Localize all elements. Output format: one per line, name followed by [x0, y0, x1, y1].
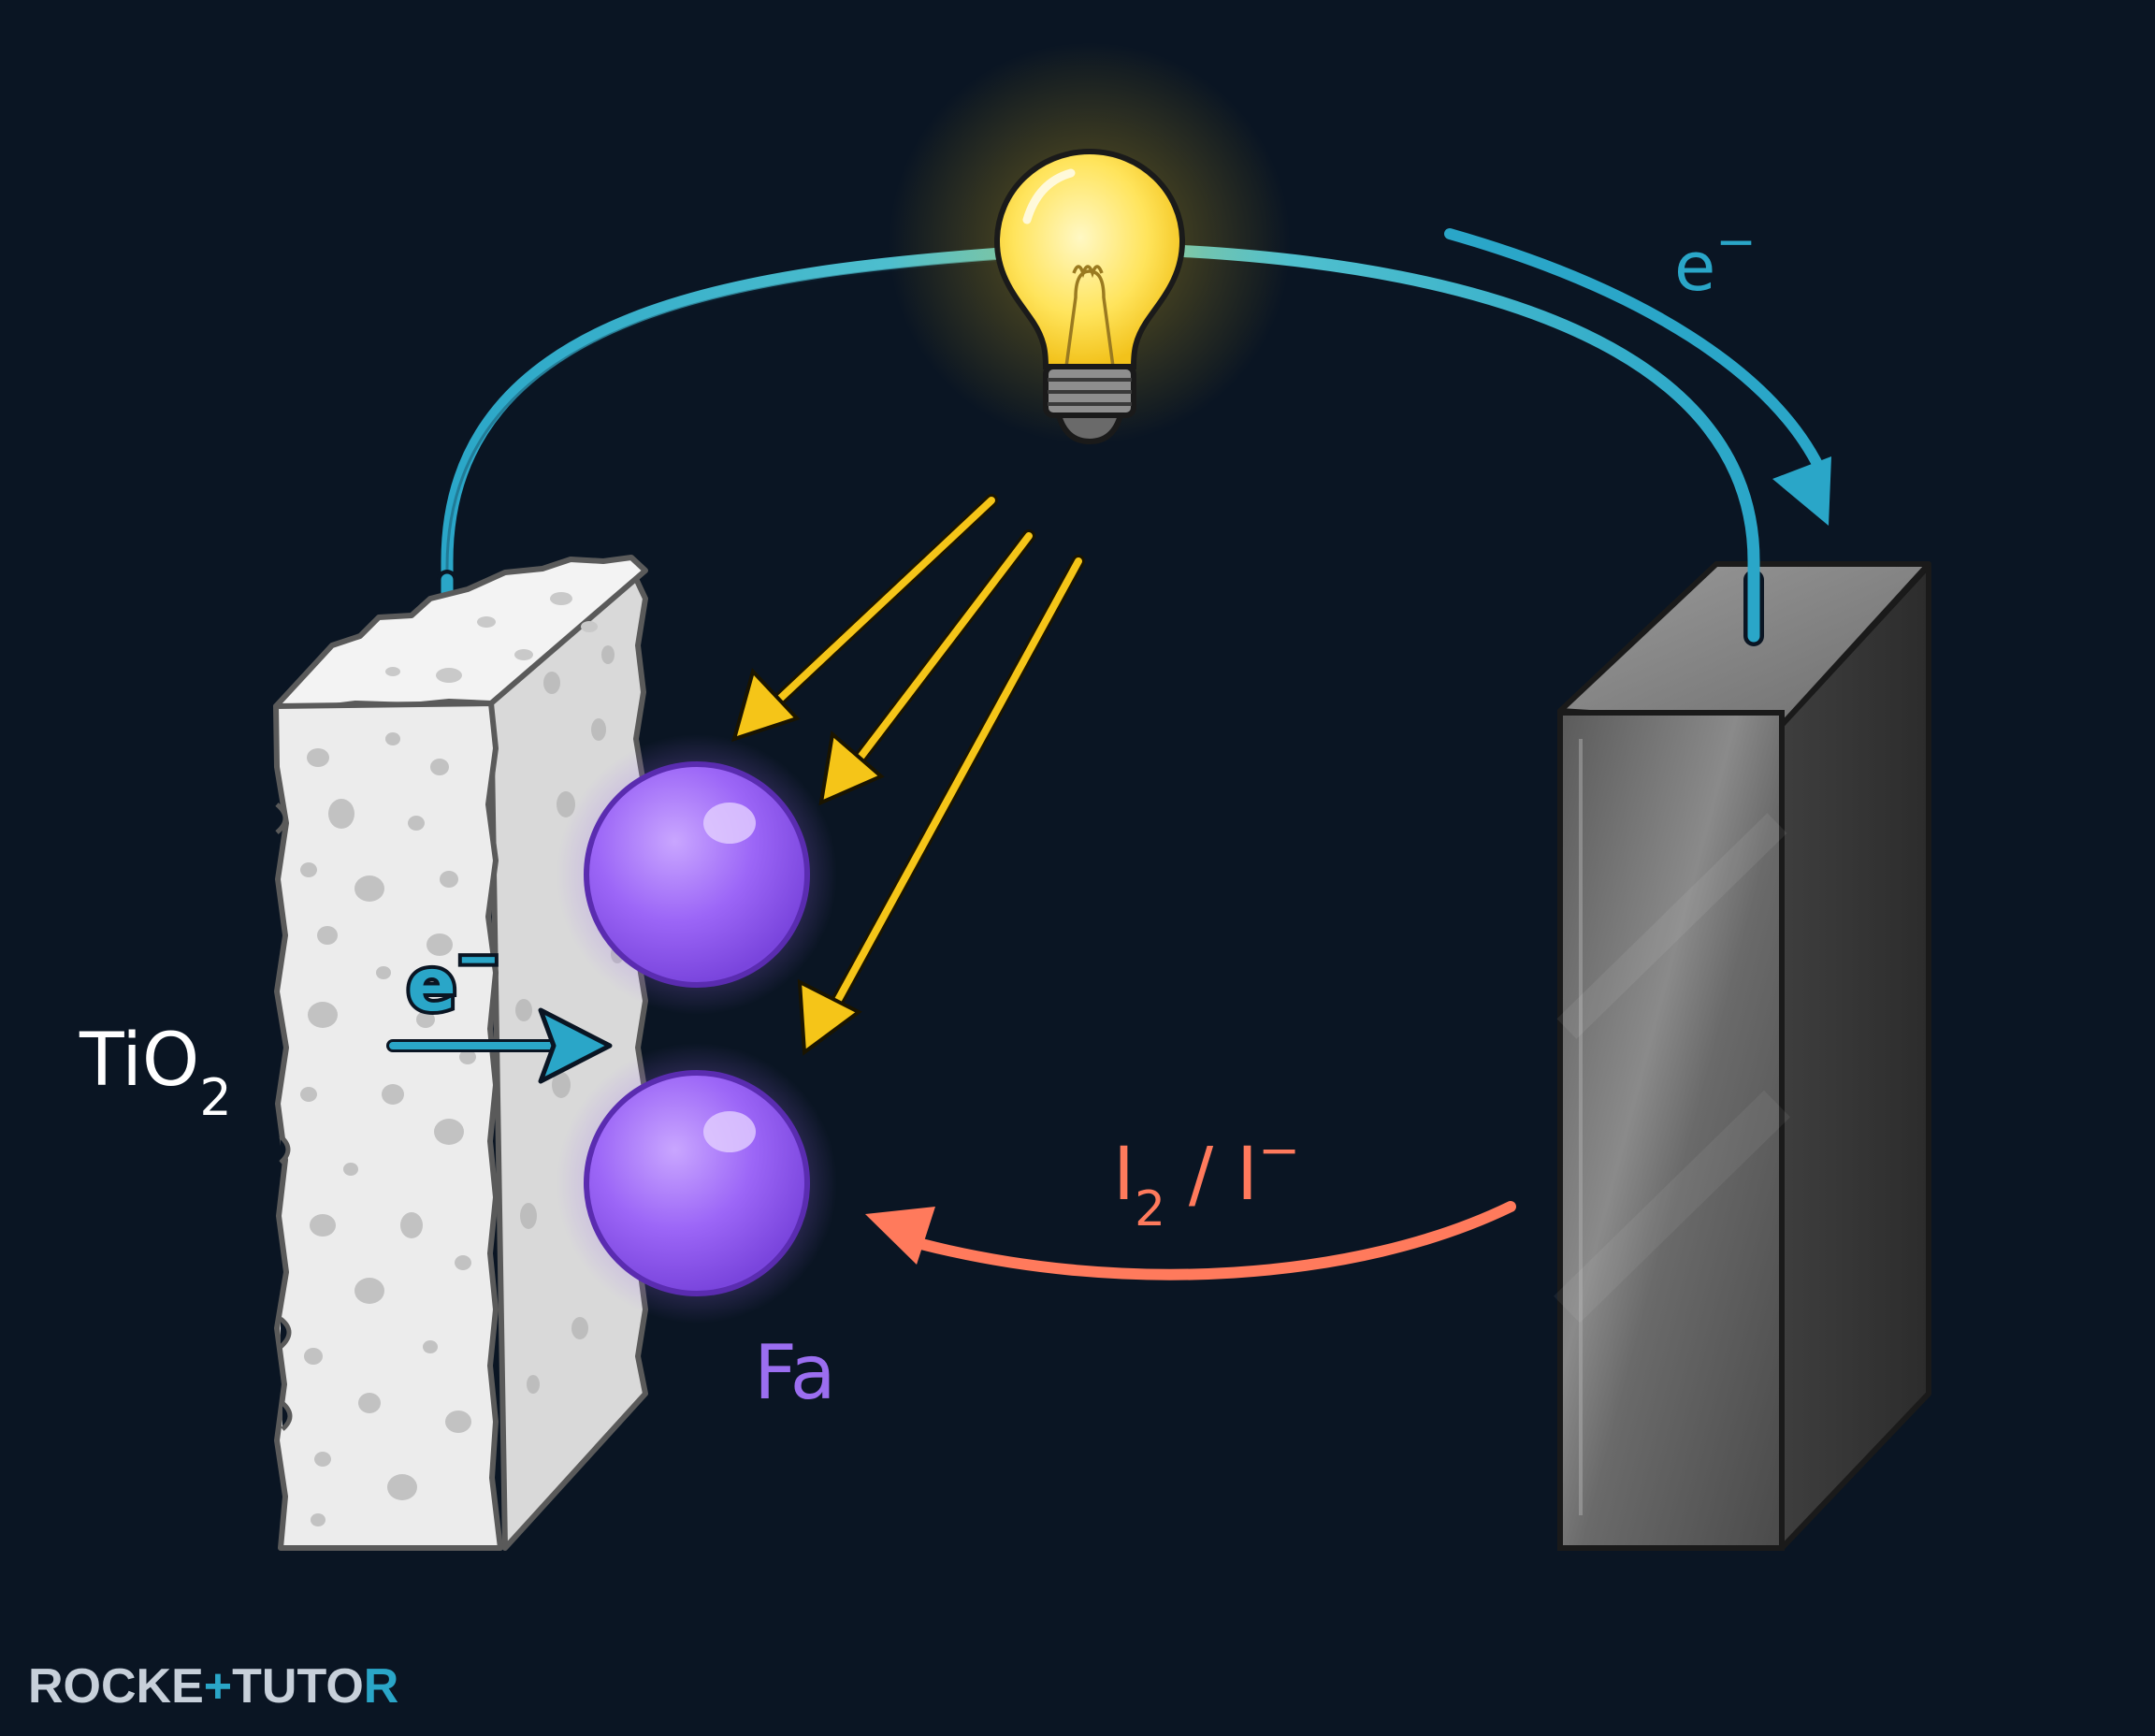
electron-flow-arrow [1444, 228, 1831, 526]
tio2-label: TiO2 [79, 1019, 232, 1127]
redox-couple-label: I2 / I− [1113, 1121, 1300, 1237]
electron-label-outer: e− [1674, 214, 1757, 306]
dye-molecule-upper [557, 734, 837, 1015]
dye-label: Fa [754, 1329, 836, 1416]
light-bulb-icon [889, 42, 1291, 445]
electron-injection-arrow [386, 1007, 613, 1084]
watermark-logo: ROCKE+TUTOR [28, 1659, 398, 1714]
redox-mediator-arrow [865, 1201, 1516, 1280]
light-ray-arrows [731, 494, 1085, 1056]
dye-molecule-lower [557, 1043, 837, 1324]
counter-electrode [1554, 561, 1931, 1551]
electron-label-inner: e− [407, 929, 500, 1028]
